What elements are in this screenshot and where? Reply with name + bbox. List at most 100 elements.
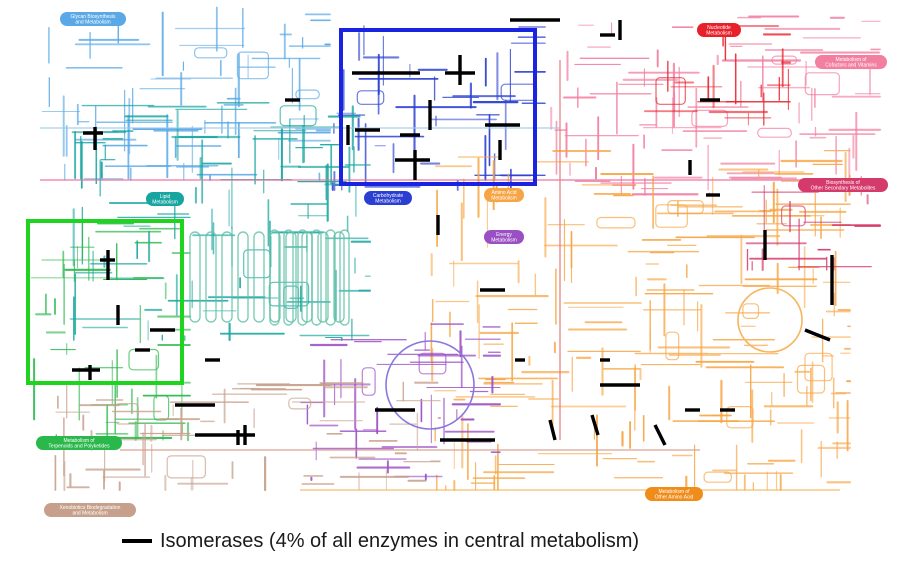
pathway-loop (356, 90, 385, 105)
category-label-text: Other Secondary Metabolites (811, 186, 876, 192)
highlight-boxes (26, 28, 537, 385)
lipid-chain-loop (283, 229, 294, 326)
pathway-loop (655, 77, 686, 105)
legend-text: Isomerases (4% of all enzymes in central… (160, 529, 640, 552)
category-label-text: and Metabolism (75, 20, 110, 26)
category-label-pill (815, 55, 887, 69)
category-label-text: Xenobiotics Biodegradation (60, 505, 121, 511)
category-label-text: Carbohydrate (373, 193, 404, 199)
category-label-text: Nucleotide (707, 25, 731, 31)
category-label-text: Cofactors and Vitamins (825, 63, 877, 69)
isomerase-mark (653, 424, 667, 446)
lipid-chain-loop (189, 231, 201, 323)
legend-swatch (122, 539, 152, 543)
pathway-loop (655, 204, 688, 228)
pathway-loop (780, 205, 806, 227)
lipid-chain-loop (311, 229, 322, 326)
pathway-loop (279, 105, 317, 127)
isomerase-mark (590, 414, 600, 436)
pathway-loop (236, 51, 269, 80)
category-label-text: Metabolism (152, 200, 178, 206)
pathway-cycle (737, 287, 803, 353)
pathway-lines (30, 6, 882, 492)
pathway-loop (166, 455, 206, 479)
pathway-loop (796, 364, 826, 394)
category-label-pill (146, 192, 184, 206)
lipid-chain-loop (285, 231, 297, 323)
category-label-pill (645, 487, 703, 501)
category-label-pill (697, 23, 741, 37)
lipid-chain-loop (237, 231, 249, 323)
pathway-loop (804, 352, 833, 382)
category-label-text: Energy (496, 232, 512, 238)
carbohydrate-highlight-box (339, 28, 537, 186)
category-label-text: Biosynthesis of (826, 180, 860, 186)
pathway-loop (288, 397, 312, 410)
pathway-loop (667, 200, 704, 215)
pathway-loop (153, 395, 170, 421)
lipid-chain-loop (339, 229, 350, 326)
category-label-text: Metabolism of (63, 438, 95, 444)
category-label-pill (484, 188, 524, 202)
terpenoid-highlight-box (26, 219, 184, 385)
pathway-loop (500, 83, 538, 101)
category-label-text: Terpenoids and Polyketides (48, 444, 110, 450)
category-label-pill (44, 503, 136, 517)
category-label-pill (798, 178, 888, 192)
isomerase-marks (72, 18, 834, 446)
legend: Isomerases (4% of all enzymes in central… (122, 528, 639, 554)
pathway-loop (771, 55, 798, 65)
category-label-text: Other Amino Acid (655, 495, 694, 501)
pathway-loop (703, 471, 732, 483)
lipid-chain-loop (221, 231, 233, 323)
lipid-chain-loop (325, 229, 336, 326)
category-label-text: Amino Acid (491, 190, 516, 196)
pathway-loop (194, 47, 228, 59)
category-label-text: Metabolism (375, 199, 401, 205)
lipid-chain-loop (297, 229, 308, 326)
pathway-loop (742, 303, 760, 319)
category-label-pill (36, 436, 122, 450)
category-label-pill (60, 12, 126, 26)
pathway-loop (665, 331, 680, 361)
pathway-loop (804, 72, 840, 96)
lipid-chain-loop (269, 229, 280, 326)
pathway-loop (757, 127, 792, 138)
pathway-loop (114, 403, 139, 425)
pathway-loop (295, 89, 320, 100)
isomerase-mark (548, 419, 557, 441)
category-label-text: Metabolism of (658, 489, 690, 495)
category-label-text: and Metabolism (72, 511, 107, 517)
category-label-text: Metabolism of (835, 57, 867, 63)
pathway-loop (418, 352, 447, 375)
lipid-chain-loop (333, 231, 345, 323)
category-label-pill (364, 191, 412, 205)
category-label-text: Metabolism (706, 31, 732, 37)
category-label-text: Lipid (160, 194, 171, 200)
category-label-text: Metabolism (491, 238, 517, 244)
lipid-chain-loop (317, 231, 329, 323)
pathway-cycle (385, 340, 475, 430)
pathway-loop (596, 216, 636, 229)
category-label-text: Metabolism (491, 196, 517, 202)
pathway-loop (361, 367, 376, 396)
pathway-loop (128, 348, 160, 371)
lipid-chain-loop (205, 231, 217, 323)
lipid-chain-loop (253, 231, 265, 323)
isomerase-mark (804, 328, 831, 342)
category-label-pill (484, 230, 524, 244)
